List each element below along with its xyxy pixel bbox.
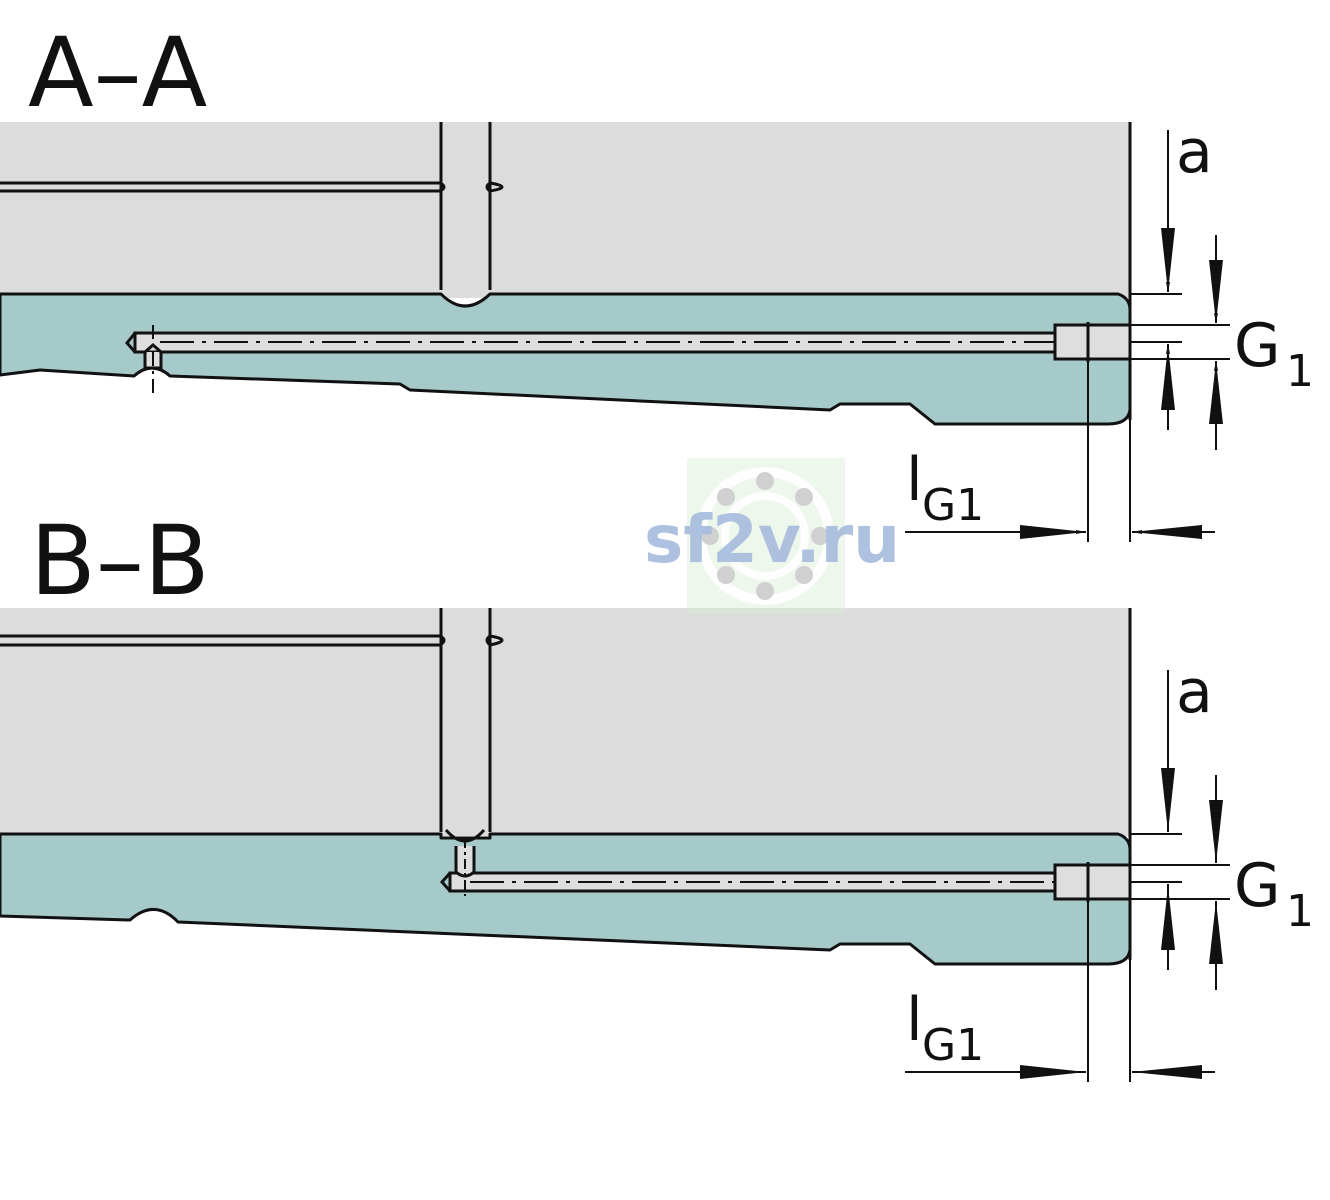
section-a-title: A–A — [28, 17, 207, 129]
section-a-dimensions: a G 1 l G1 — [905, 117, 1314, 542]
section-b-rail — [0, 828, 1140, 966]
section-b-title: B–B — [30, 505, 210, 617]
section-b-dim-g: G — [1234, 851, 1281, 921]
section-b-dim-l: l — [906, 985, 923, 1055]
section-b-dim-l-sub: G1 — [922, 1020, 984, 1071]
section-a-dim-l: l — [906, 445, 923, 515]
section-b-dim-a: a — [1176, 657, 1213, 727]
section-a-housing — [0, 122, 1132, 420]
section-a-dim-a: a — [1176, 117, 1213, 187]
section-b-b: B–B — [0, 505, 1314, 1082]
section-a-dim-g: G — [1234, 311, 1281, 381]
section-a-rail — [0, 292, 1140, 426]
watermark-text: sf2v.ru — [644, 501, 900, 578]
section-a-dim-l-sub: G1 — [922, 480, 984, 531]
section-b-dimensions: a G 1 l G1 — [905, 657, 1314, 1082]
section-b-housing — [0, 608, 1132, 960]
section-a-dim-g-sub: 1 — [1286, 346, 1314, 397]
bearing-logo-icon — [701, 472, 829, 600]
section-a-a: A–A — [0, 17, 1314, 542]
section-b-dim-g-sub: 1 — [1286, 886, 1314, 937]
watermark: sf2v.ru — [644, 458, 900, 614]
